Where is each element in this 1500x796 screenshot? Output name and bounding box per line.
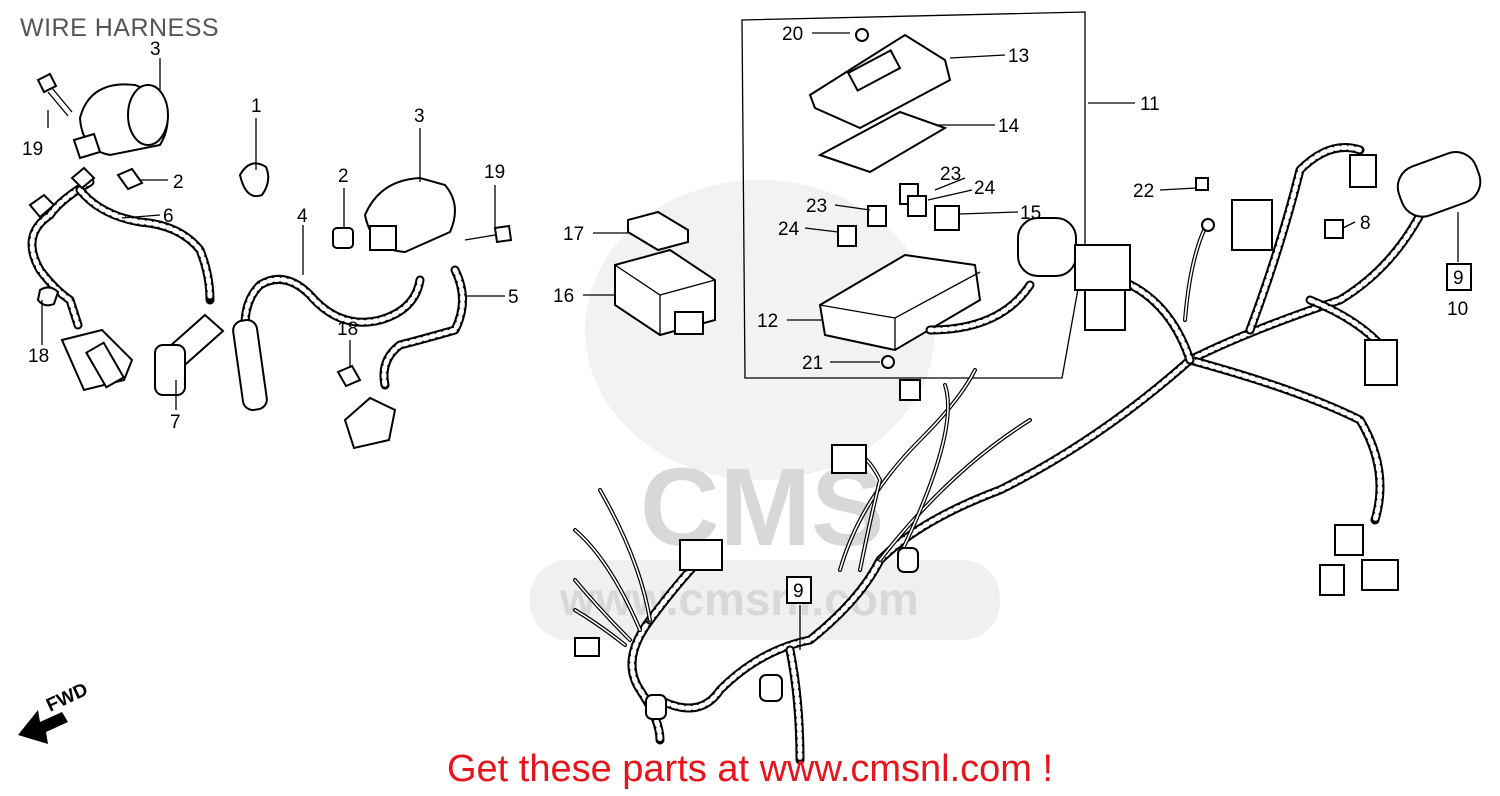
callout-3-left: 3 [150, 39, 161, 60]
callout-18-left: 18 [28, 346, 49, 367]
fuse-box [741, 11, 1086, 379]
main-harness [573, 143, 1482, 765]
callout-9-bottom: 9 [793, 581, 804, 602]
callout-5: 5 [508, 287, 519, 308]
callout-24-lower: 24 [778, 219, 800, 240]
promo-banner[interactable]: Get these parts at www.cmsnl.com ! [446, 748, 1054, 790]
callout-12: 12 [757, 311, 778, 332]
callout-23-upper: 23 [940, 164, 961, 185]
callout-9-box-bottom [786, 576, 812, 604]
ignition-coil-right [232, 162, 513, 450]
callout-18-mid: 18 [337, 319, 358, 340]
callout-17: 17 [563, 224, 584, 245]
callout-10: 10 [1447, 299, 1468, 320]
callout-16: 16 [553, 286, 574, 307]
callout-1: 1 [251, 96, 262, 117]
callout-7: 7 [170, 412, 181, 433]
callout-23-lower: 23 [806, 196, 827, 217]
watermark: CMS www.cmsnl.com [530, 180, 1000, 640]
callout-2-mid: 2 [338, 166, 349, 187]
callout-22: 22 [1133, 181, 1154, 202]
relays [614, 210, 716, 337]
callout-6: 6 [163, 206, 174, 227]
fwd-label: FWD [43, 679, 91, 716]
callouts: 3 19 2 6 18 7 1 2 3 19 4 5 18 17 16 20 1… [22, 24, 1472, 604]
ignition-coil-left [27, 72, 225, 396]
callout-14: 14 [998, 116, 1020, 137]
callout-9-right: 9 [1453, 268, 1464, 289]
leader-lines [41, 32, 1459, 650]
callout-13: 13 [1008, 46, 1029, 67]
callout-11: 11 [1140, 94, 1160, 115]
callout-9-box-right [1446, 263, 1472, 291]
callout-21: 21 [802, 353, 823, 374]
callout-15: 15 [1020, 203, 1041, 224]
callout-19-mid: 19 [484, 162, 505, 183]
callout-19-left: 19 [22, 139, 43, 160]
callout-24-upper: 24 [974, 178, 996, 199]
callout-8: 8 [1360, 213, 1371, 234]
callout-2-left: 2 [173, 172, 184, 193]
callout-3-mid: 3 [414, 106, 425, 127]
callout-20: 20 [782, 24, 803, 45]
fwd-arrow: FWD [18, 679, 91, 744]
callout-4: 4 [297, 206, 308, 227]
page-title: WIRE HARNESS [20, 14, 220, 42]
